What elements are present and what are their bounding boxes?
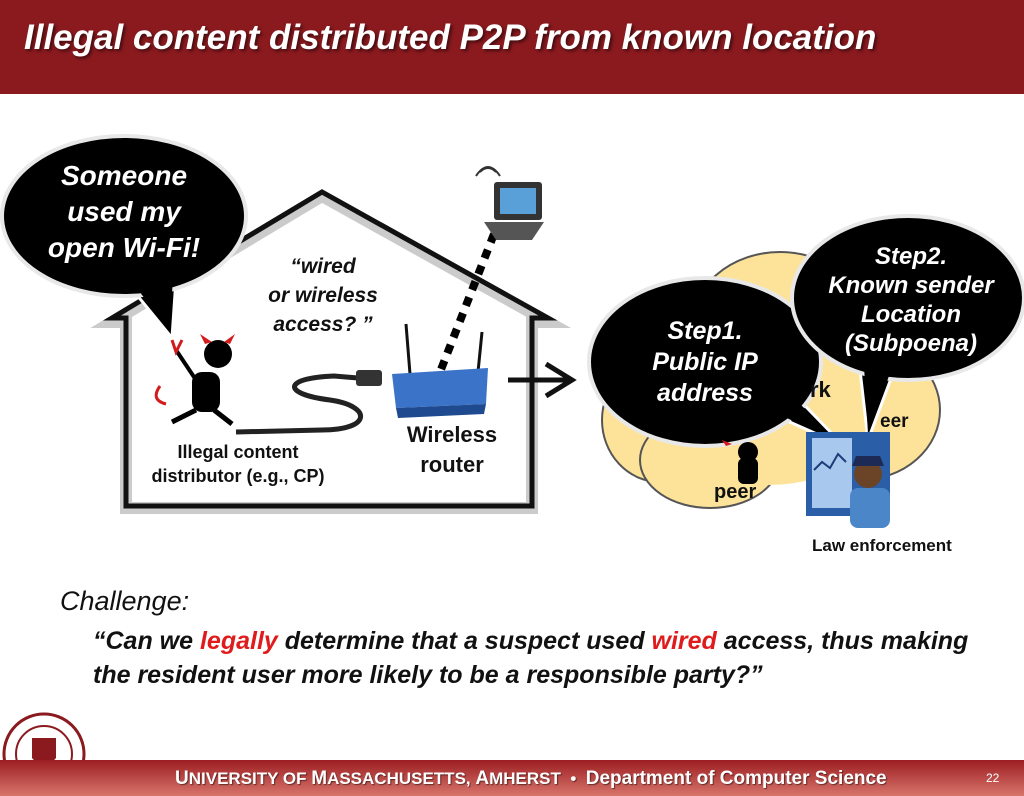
devil-icon [154, 334, 235, 426]
distributor-line-1: Illegal content [177, 442, 299, 462]
access-line-3: access? ” [273, 313, 373, 336]
peer-bottom-label: peer [714, 481, 757, 503]
distributor-label: Illegal content distributor (e.g., CP) [124, 440, 352, 488]
step2-speech-bubble [790, 214, 1024, 441]
footer-m: M [311, 768, 328, 789]
network-fragment-label: rk [810, 377, 831, 402]
slide-title: Illegal content distributed P2P from kno… [24, 18, 877, 57]
footer-department: Department of Computer Science [585, 768, 887, 789]
step1-line-1: Step1. [667, 317, 743, 345]
wifi-speech-bubble [0, 134, 248, 342]
question-legally: legally [199, 627, 278, 655]
laptop-icon [475, 166, 544, 240]
wifi-bubble-text: Someone used my open Wi-Fi! [14, 158, 234, 266]
footer-bar [0, 760, 1024, 796]
footer-niversity: NIVERSITY OF [188, 769, 312, 788]
peer-devil-icon [722, 440, 758, 484]
router-icon [392, 323, 488, 418]
access-label: “wired or wireless access? ” [238, 252, 408, 339]
router-label: Wireless router [394, 420, 510, 480]
distributor-line-2: distributor (e.g., CP) [151, 466, 325, 486]
question-part-1: “Can we [93, 627, 200, 655]
peer-right-label: eer [880, 411, 909, 432]
wireless-link-dotted [436, 232, 498, 374]
footer-u: U [175, 768, 189, 789]
question-wired: wired [651, 627, 717, 655]
access-line-2: or wireless [268, 284, 378, 307]
arrow-right-icon [508, 361, 577, 399]
footer-assachusetts: ASSACHUSETTS, [327, 769, 476, 788]
footer-a: A [475, 768, 490, 789]
step2-line-4: (Subpoena) [845, 330, 977, 357]
page-number: 22 [986, 771, 1000, 785]
ethernet-plug [356, 370, 382, 386]
house-outline [90, 189, 572, 514]
question-part-3: access, thus making the resident user mo… [93, 627, 969, 689]
step2-line-2: Known sender [828, 272, 994, 299]
step1-line-3: address [657, 379, 753, 407]
challenge-heading: Challenge: [60, 586, 190, 616]
wifi-bubble-line-1: Someone [60, 160, 188, 191]
question-part-2: determine that a suspect used [277, 627, 652, 655]
access-line-1: “wired [290, 255, 356, 278]
step2-bubble-text: Step2. Known sender Location (Subpoena) [806, 242, 1016, 358]
diagram-graphics [0, 134, 1024, 760]
wifi-bubble-line-3: open Wi-Fi! [47, 232, 201, 263]
law-enforcement-label: Law enforcement [812, 536, 952, 555]
challenge-question: “Can we legally determine that a suspect… [93, 624, 1003, 692]
police-officer-icon [806, 432, 890, 528]
title-bar [0, 0, 1024, 94]
router-line-2: router [420, 452, 484, 477]
footer-institution: UNIVERSITY OF MASSACHUSETTS, AMHERST • D… [175, 768, 887, 790]
ethernet-cable [235, 373, 363, 435]
router-line-1: Wireless [406, 422, 498, 447]
footer-separator: • [560, 769, 586, 788]
step2-line-3: Location [861, 301, 961, 328]
footer-mherst: MHERST [489, 769, 561, 788]
umass-seal-icon [2, 712, 86, 760]
step1-speech-bubble [587, 276, 846, 448]
wifi-bubble-line-2: used my [67, 196, 181, 227]
step1-bubble-text: Step1. Public IP address [612, 316, 798, 409]
step2-line-1: Step2. [874, 243, 948, 270]
step1-line-2: Public IP [652, 348, 758, 376]
